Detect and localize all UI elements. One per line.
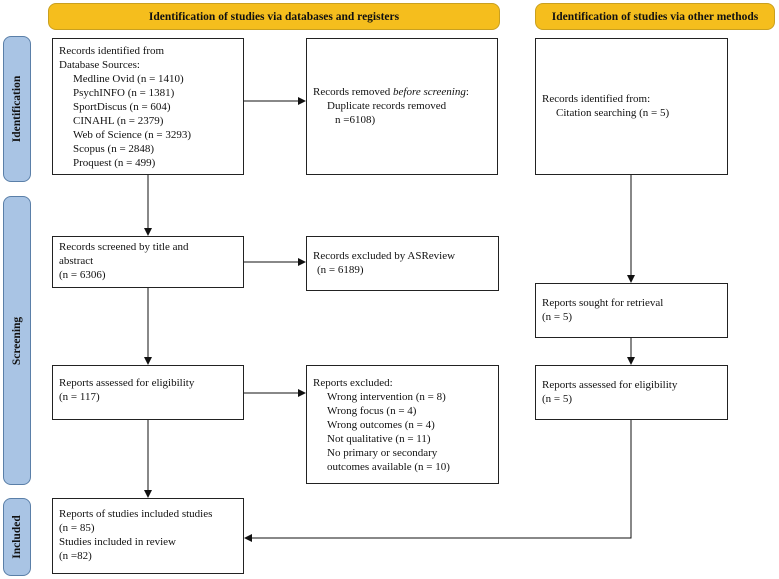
header-databases: Identification of studies via databases …	[48, 3, 500, 30]
records-removed-title: Records removed before screening:	[313, 85, 491, 99]
screened-line2: abstract	[59, 255, 94, 267]
source-medline: Medline Ovid (n = 1410)	[73, 73, 184, 85]
duplicate-records-label: Duplicate records removed	[327, 100, 447, 112]
source-scopus: Scopus (n = 2848)	[73, 143, 155, 155]
sought-title: Reports sought for retrieval	[542, 297, 664, 309]
assessed-title: Reports assessed for eligibility	[59, 377, 195, 389]
records-identified-line: Database Sources:	[59, 59, 140, 71]
source-psychinfo: PsychINFO (n = 1381)	[73, 87, 175, 99]
phase-identification: Identification	[3, 36, 31, 182]
records-removed-post: :	[465, 86, 469, 98]
excluded-reason: Not qualitative (n = 11)	[327, 433, 431, 445]
excluded-reason: outcomes available (n = 10)	[327, 461, 450, 473]
phase-screening-label: Screening	[11, 316, 23, 365]
source-sportdiscus: SportDiscus (n = 604)	[73, 101, 171, 113]
excluded-reason: Wrong intervention (n = 8)	[327, 391, 446, 403]
records-excluded-asreview-box: Records excluded by ASReview (n = 6189)	[306, 236, 499, 291]
included-count: (n = 85)	[59, 522, 95, 534]
duplicate-records-count: n =6108)	[335, 114, 376, 126]
asreview-count: (n = 6189)	[317, 264, 364, 276]
reports-assessed-box: Reports assessed for eligibility (n = 11…	[52, 365, 244, 420]
excluded-reason: Wrong outcomes (n = 4)	[327, 419, 435, 431]
source-cinahl: CINAHL (n = 2379)	[73, 115, 164, 127]
asreview-title: Records excluded by ASReview	[313, 250, 456, 262]
excluded-reason: No primary or secondary	[327, 447, 438, 459]
reports-assessed-other-box: Reports assessed for eligibility (n = 5)	[535, 365, 728, 420]
citation-count: Citation searching (n = 5)	[556, 107, 670, 119]
screened-count: (n = 6306)	[59, 269, 106, 281]
sought-count: (n = 5)	[542, 311, 573, 323]
header-databases-label: Identification of studies via databases …	[148, 10, 400, 23]
phase-included: Included	[3, 498, 31, 576]
assessed-other-count: (n = 5)	[542, 393, 573, 405]
records-identified-box: Records identified from Database Sources…	[52, 38, 244, 175]
records-removed-box: Records removed before screening: Duplic…	[306, 38, 498, 175]
included-line1: Reports of studies included studies	[59, 508, 213, 520]
reports-excluded-title: Reports excluded:	[313, 377, 393, 389]
studies-included-box: Reports of studies included studies (n =…	[52, 498, 244, 574]
records-identified-line: Records identified from	[59, 45, 165, 57]
assessed-other-title: Reports assessed for eligibility	[542, 379, 678, 391]
reports-excluded-box: Reports excluded: Wrong intervention (n …	[306, 365, 499, 484]
phase-identification-label: Identification	[11, 75, 23, 143]
citation-searching-box: Records identified from: Citation search…	[535, 38, 728, 175]
header-other-label: Identification of studies via other meth…	[551, 10, 759, 23]
included-review-count: (n =82)	[59, 550, 92, 562]
phase-screening: Screening	[3, 196, 31, 485]
records-screened-box: Records screened by title and abstract (…	[52, 236, 244, 288]
reports-sought-box: Reports sought for retrieval (n = 5)	[535, 283, 728, 338]
source-web-of-science: Web of Science (n = 3293)	[73, 129, 192, 141]
records-removed-em: before screening	[393, 86, 466, 98]
phase-included-label: Included	[11, 515, 23, 559]
included-line3: Studies included in review	[59, 536, 177, 548]
citation-title: Records identified from:	[542, 93, 651, 105]
excluded-reason: Wrong focus (n = 4)	[327, 405, 417, 417]
screened-line1: Records screened by title and	[59, 241, 189, 253]
assessed-count: (n = 117)	[59, 391, 100, 403]
source-proquest: Proquest (n = 499)	[73, 157, 156, 169]
header-other-methods: Identification of studies via other meth…	[535, 3, 775, 30]
records-removed-pre: Records removed	[313, 86, 394, 98]
